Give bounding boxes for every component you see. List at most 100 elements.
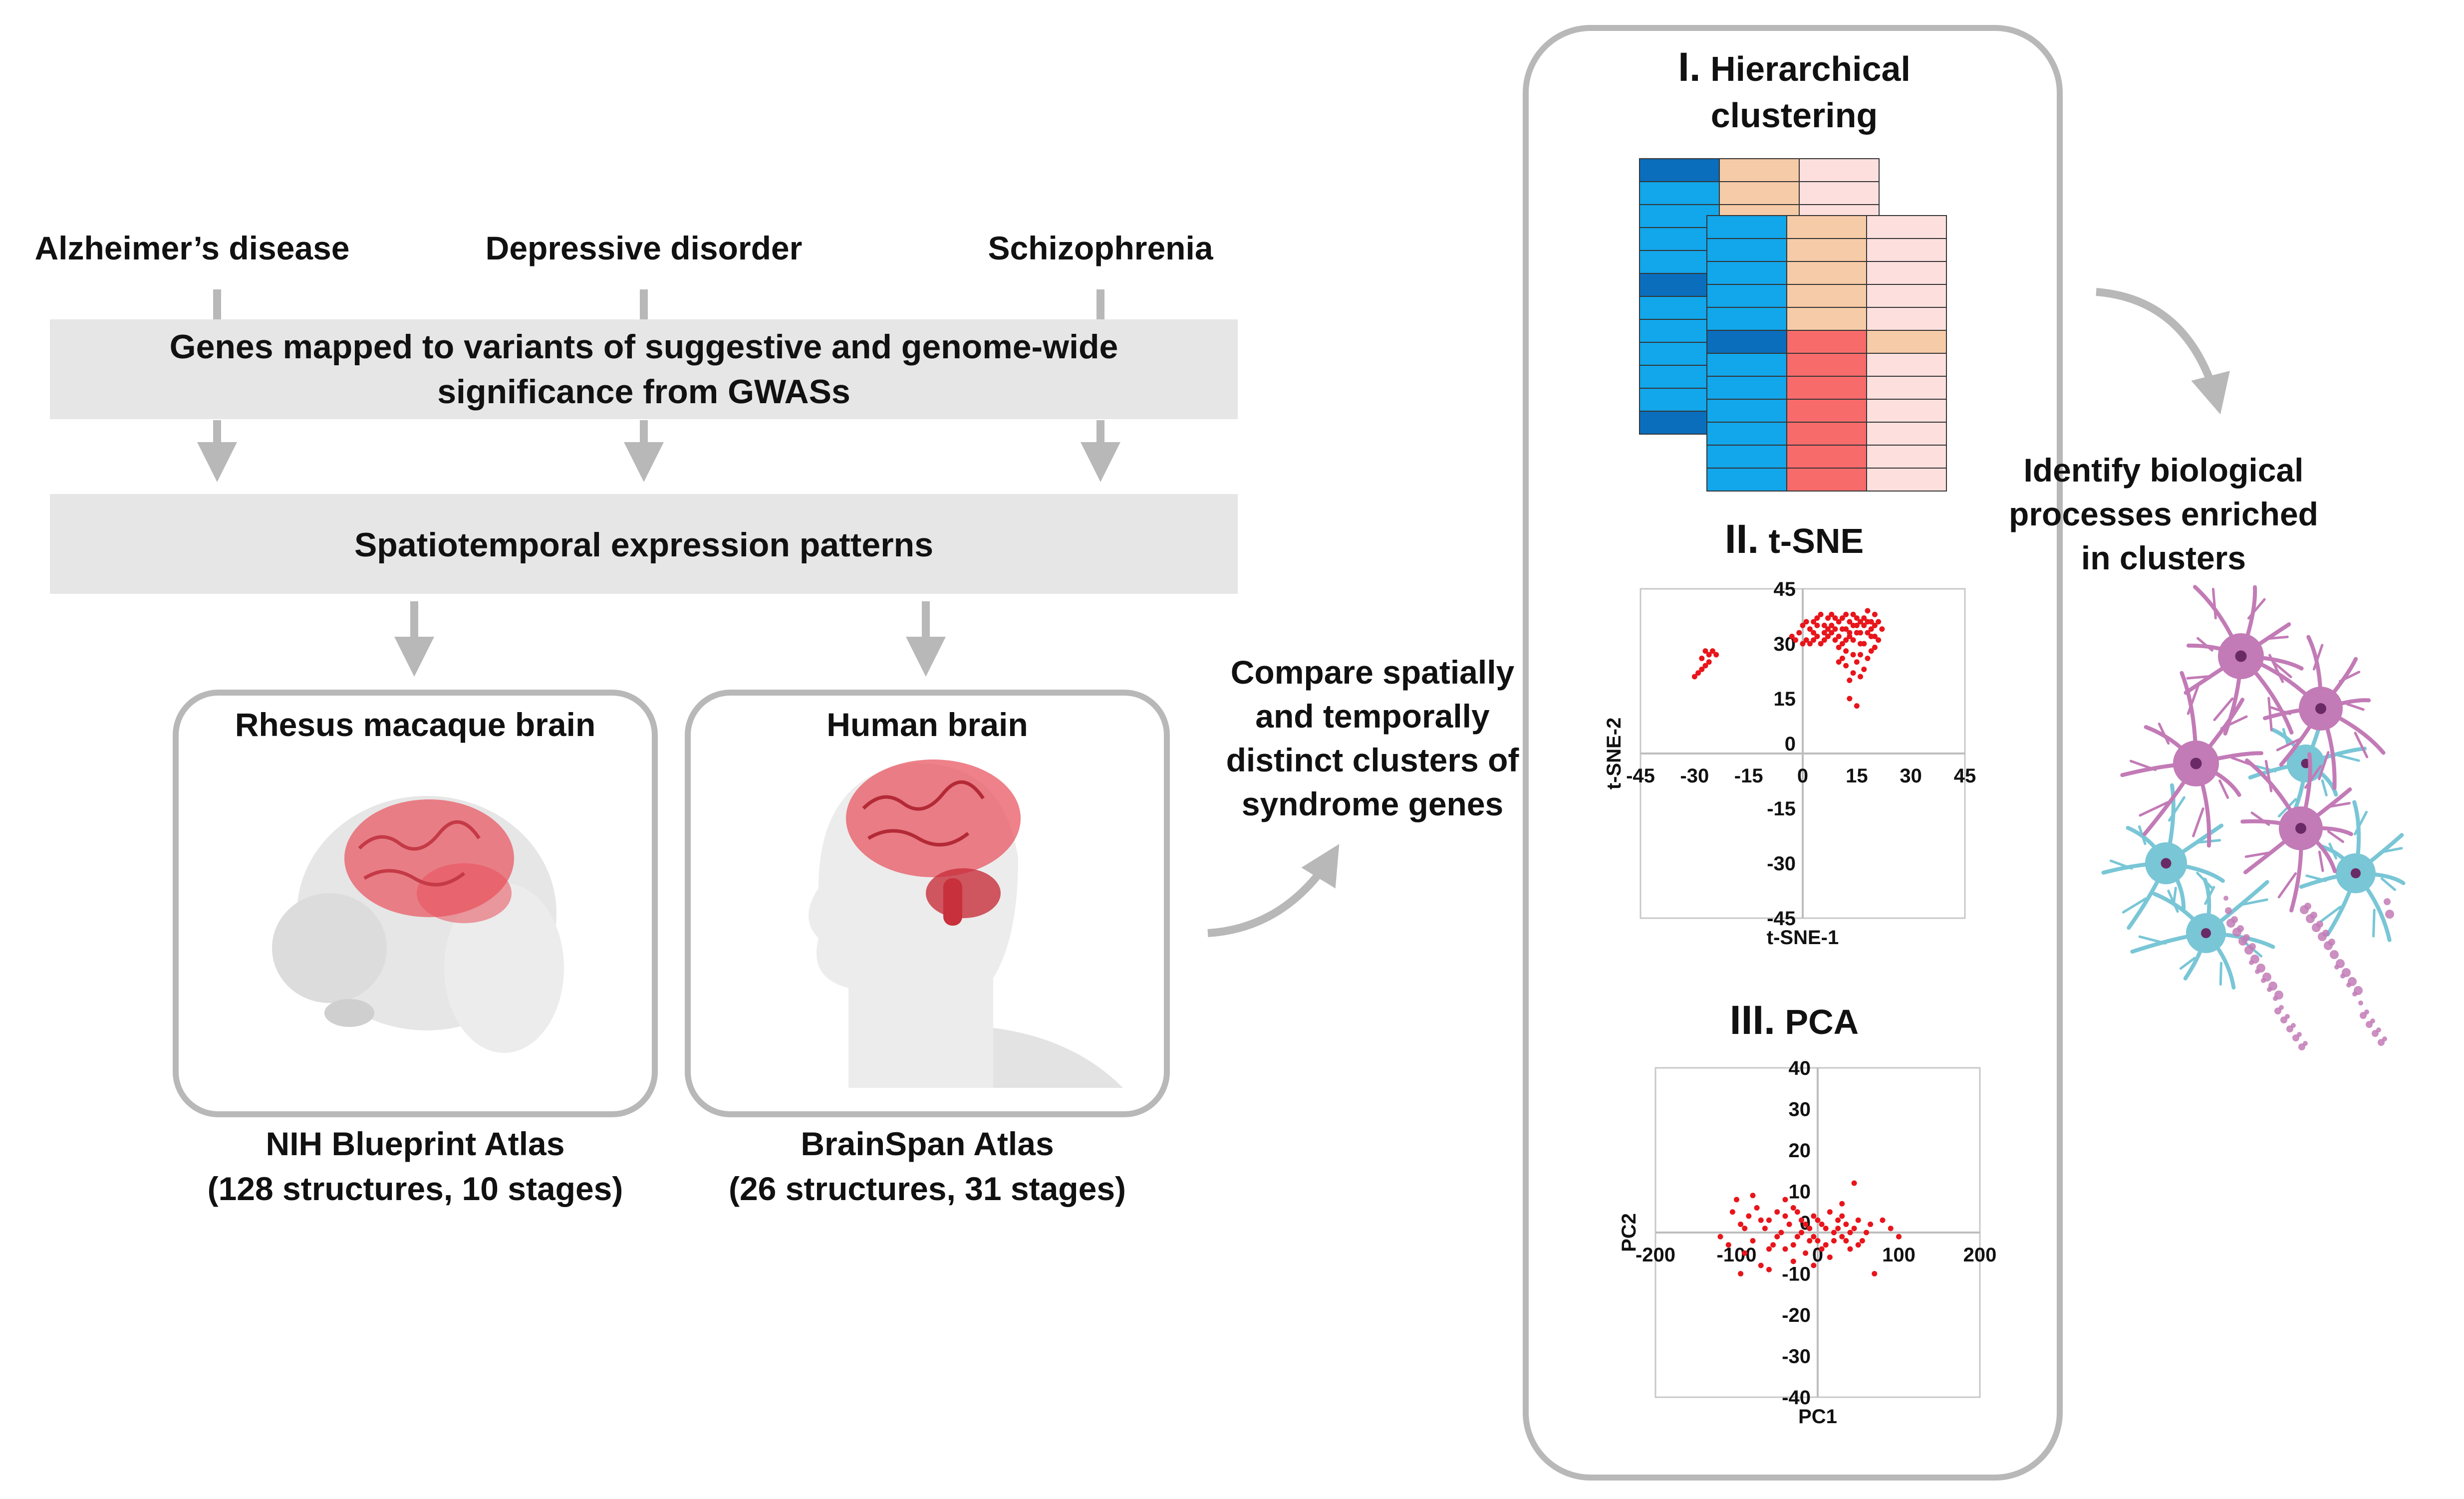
heatmap-back-cell bbox=[1639, 296, 1720, 320]
axon-fragment bbox=[2273, 996, 2278, 1001]
pca-point bbox=[1750, 1193, 1756, 1199]
heatmap-front-cell bbox=[1706, 284, 1787, 308]
tsne-y-tick-label: 45 bbox=[1774, 578, 1796, 600]
axon-fragment bbox=[2385, 910, 2394, 919]
human-atlas-details: (26 structures, 31 stages) bbox=[729, 1170, 1126, 1207]
dendrite-branch bbox=[2266, 635, 2289, 640]
pca-y-tick-label: -40 bbox=[1782, 1387, 1811, 1409]
pca-point bbox=[1766, 1217, 1772, 1223]
axon-fragment bbox=[2232, 928, 2241, 937]
compare-arrow bbox=[1207, 844, 1340, 937]
dendrite-branch bbox=[2138, 825, 2147, 845]
heatmap-front-cell bbox=[1786, 261, 1867, 285]
tsne-point bbox=[1858, 619, 1864, 625]
tsne-point bbox=[1709, 648, 1715, 654]
tsne-point bbox=[1836, 644, 1842, 650]
neuron-nucleus bbox=[2201, 928, 2211, 938]
heatmap-front-cell bbox=[1706, 468, 1787, 492]
pca-y-tick-label: -30 bbox=[1782, 1346, 1811, 1368]
heatmap-front-cell bbox=[1866, 445, 1947, 469]
dendrite-branch bbox=[2192, 807, 2204, 837]
hierarchical-title-line2: clustering bbox=[1711, 96, 1878, 135]
pca-point bbox=[1790, 1242, 1796, 1248]
tsne-point bbox=[1814, 622, 1820, 628]
pca-point bbox=[1734, 1197, 1739, 1203]
dendrite-branch bbox=[2220, 715, 2248, 730]
heatmap-front-cell bbox=[1866, 376, 1947, 400]
pca-point bbox=[1782, 1246, 1788, 1252]
pca-point bbox=[1811, 1234, 1817, 1240]
pca-point bbox=[1807, 1226, 1813, 1232]
heatmap-front-cell bbox=[1866, 238, 1947, 262]
pca-chart: -200-1000100200403020100-10-20-30-40PC1P… bbox=[1618, 1057, 1996, 1428]
heatmap-front-cell bbox=[1866, 330, 1947, 354]
heatmap-front-cell bbox=[1706, 261, 1787, 285]
tsne-point bbox=[1811, 619, 1817, 625]
axon-fragment bbox=[2366, 1021, 2373, 1028]
dendrite-branch bbox=[2276, 738, 2300, 751]
genes-to-patterns-arrows bbox=[197, 420, 1120, 482]
pca-point bbox=[1774, 1234, 1780, 1240]
dendrite-branch bbox=[2312, 644, 2324, 671]
pca-point bbox=[1831, 1230, 1837, 1236]
axon-fragment bbox=[2334, 965, 2339, 970]
tsne-point bbox=[1872, 622, 1878, 628]
dendrite-branch bbox=[2372, 909, 2376, 938]
axon-fragment bbox=[2358, 1000, 2363, 1005]
pca-point bbox=[1823, 1242, 1829, 1248]
tsne-point bbox=[1850, 611, 1856, 617]
tsne-point bbox=[1847, 630, 1853, 636]
tsne-point bbox=[1836, 619, 1842, 625]
tsne-point bbox=[1803, 619, 1809, 625]
heatmap-front-cell bbox=[1866, 307, 1947, 331]
genes-box-line1: Genes mapped to variants of suggestive a… bbox=[170, 328, 1118, 366]
pca-point bbox=[1794, 1234, 1800, 1240]
axon-fragment bbox=[2244, 946, 2253, 955]
tsne-point bbox=[1814, 615, 1820, 621]
neuron-nucleus bbox=[2235, 650, 2247, 662]
compare-line2: and temporally bbox=[1255, 698, 1490, 735]
dendrite-branch bbox=[2326, 802, 2351, 808]
axon-fragment bbox=[2346, 983, 2351, 988]
dendrite-branch bbox=[2321, 779, 2328, 797]
tsne-point bbox=[1814, 633, 1820, 639]
disorder-label-alzheimers: Alzheimer’s disease bbox=[35, 230, 350, 266]
dendrite-branch bbox=[2320, 906, 2342, 923]
heatmap-front-cell bbox=[1866, 261, 1947, 285]
axon-fragment bbox=[2384, 898, 2391, 905]
dendrite-branch bbox=[2139, 801, 2169, 817]
pca-x-tick-label: -100 bbox=[1716, 1244, 1756, 1266]
pca-y-tick-label: -20 bbox=[1782, 1304, 1811, 1326]
axon-fragment bbox=[2298, 1043, 2305, 1050]
pca-point bbox=[1758, 1262, 1764, 1268]
pca-point bbox=[1843, 1222, 1849, 1227]
pca-point bbox=[1807, 1238, 1813, 1244]
pca-point bbox=[1847, 1246, 1853, 1252]
heatmap-front-cell bbox=[1786, 353, 1867, 377]
pca-points bbox=[1717, 1180, 1902, 1276]
pca-point bbox=[1815, 1217, 1821, 1223]
dendrite-branch bbox=[2247, 598, 2266, 620]
pca-point bbox=[1794, 1209, 1800, 1215]
patterns-box-label: Spatiotemporal expression patterns bbox=[354, 526, 933, 564]
heatmap-front-cell bbox=[1706, 353, 1787, 377]
heatmap-back-cell bbox=[1719, 158, 1800, 182]
dendrite-branch bbox=[2277, 872, 2297, 899]
pca-point bbox=[1799, 1230, 1804, 1236]
tsne-point bbox=[1699, 655, 1705, 661]
axon-fragment bbox=[2225, 907, 2232, 914]
macaque-brain-icon bbox=[344, 799, 514, 923]
dendrite-branch bbox=[2380, 847, 2403, 854]
tsne-point bbox=[1818, 611, 1824, 617]
genes-box bbox=[50, 319, 1238, 419]
tsne-point bbox=[1872, 644, 1878, 650]
heatmap-front-cell bbox=[1706, 215, 1787, 239]
pca-y-tick-label: -10 bbox=[1782, 1263, 1811, 1285]
heatmap-front-cell bbox=[1706, 422, 1787, 446]
axon-fragment bbox=[2300, 905, 2309, 914]
disorder-connectors bbox=[213, 289, 1104, 319]
dendrite-branch bbox=[2268, 654, 2284, 683]
dendrite-branch bbox=[2381, 877, 2396, 891]
tsne-point bbox=[1811, 637, 1817, 643]
tsne-point bbox=[1839, 655, 1845, 661]
